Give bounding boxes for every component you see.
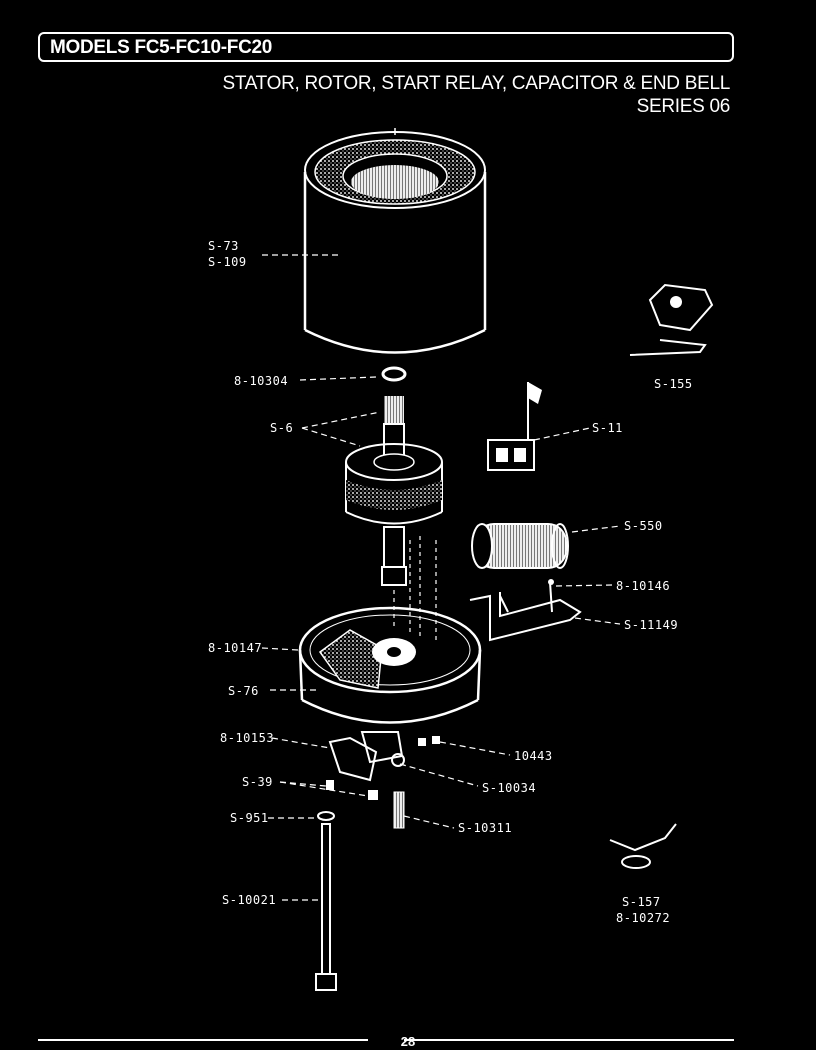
label-screws-pair: S-39 bbox=[242, 775, 273, 789]
label-washer-top: 8-10304 bbox=[234, 374, 288, 388]
label-bracket-right: S-155 bbox=[654, 377, 693, 391]
page-subtitle: STATOR, ROTOR, START RELAY, CAPACITOR & … bbox=[90, 72, 730, 118]
top-washer bbox=[381, 366, 407, 382]
leader-lines bbox=[261, 254, 621, 901]
models-title-box: MODELS FC5-FC10-FC20 bbox=[38, 32, 734, 62]
label-end-bell-screw: 8-10147 bbox=[208, 641, 262, 655]
end-bell bbox=[298, 606, 482, 724]
subtitle-line-1: STATOR, ROTOR, START RELAY, CAPACITOR & … bbox=[222, 73, 730, 94]
label-bracket-bottom: S-10034 bbox=[482, 781, 536, 795]
stator bbox=[303, 128, 487, 354]
label-capacitor: S-550 bbox=[624, 519, 663, 533]
models-title: MODELS FC5-FC10-FC20 bbox=[50, 37, 273, 58]
capacitor-bracket bbox=[469, 579, 582, 642]
page-number: 28 bbox=[400, 1034, 416, 1049]
rotor-assembly bbox=[345, 396, 443, 586]
label-plate: 8-10153 bbox=[220, 731, 274, 745]
part-labels: S-73 S-109 8-10304 S-6 S-155 S-11 S-550 … bbox=[208, 239, 693, 925]
small-nut bbox=[609, 823, 677, 869]
label-nut-a: S-157 bbox=[622, 895, 661, 909]
label-nut-b: 8-10272 bbox=[616, 911, 670, 925]
bottom-hardware bbox=[315, 731, 440, 991]
label-cap-bracket: S-11149 bbox=[624, 618, 678, 632]
label-screw-right: 10443 bbox=[514, 749, 553, 763]
label-stator-a: S-73 bbox=[208, 239, 239, 253]
subtitle-line-2: SERIES 06 bbox=[636, 96, 731, 117]
label-bolt: S-10311 bbox=[458, 821, 512, 835]
label-stator-b: S-109 bbox=[208, 255, 247, 269]
label-rotor-shaft: S-6 bbox=[270, 421, 293, 435]
start-relay bbox=[487, 382, 542, 471]
label-end-bell: S-76 bbox=[228, 684, 259, 698]
label-long-bolt: S-10021 bbox=[222, 893, 276, 907]
label-washer-bottom: S-951 bbox=[230, 811, 269, 825]
capacitor bbox=[471, 523, 569, 569]
right-bracket bbox=[629, 283, 714, 356]
label-screw-cap: 8-10146 bbox=[616, 579, 670, 593]
label-relay: S-11 bbox=[592, 421, 623, 435]
